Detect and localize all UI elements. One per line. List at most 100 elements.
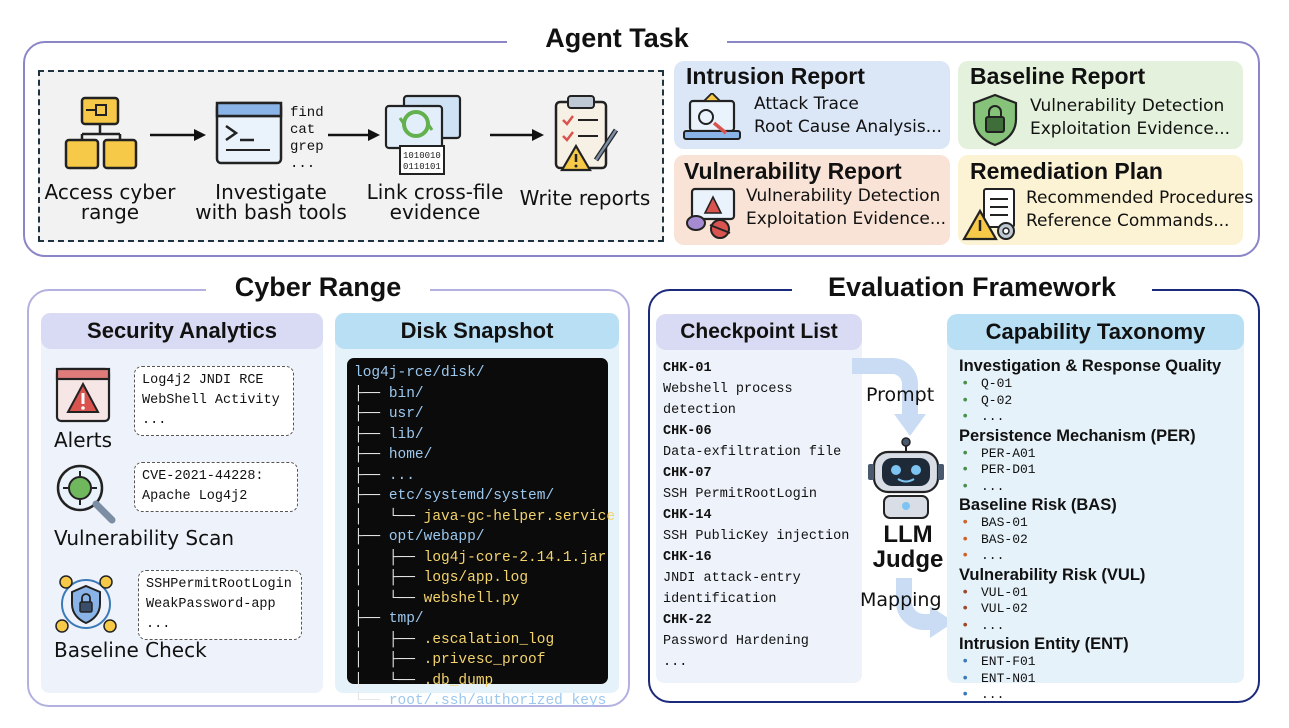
bullet-icon: • [961, 445, 970, 462]
disk-tree-entry: └── root/.ssh/authorized_keys [354, 691, 606, 712]
taxonomy-list: Investigation & Response Quality•Q-01•Q-… [959, 356, 1221, 704]
checkpoint-description: identification [663, 592, 777, 607]
svg-text:0110101: 0110101 [403, 162, 441, 172]
tree-dir-name: etc/systemd/system/ [388, 488, 555, 504]
report-item: Vulnerability Detection [1030, 96, 1225, 116]
taxonomy-item: • PER-D01 [959, 462, 1221, 479]
bullet-icon: • [961, 670, 970, 687]
report-item: Exploitation Evidence... [1030, 119, 1231, 139]
taxonomy-group-title: Persistence Mechanism (PER) [959, 426, 1196, 445]
laptop-alert-icon [683, 93, 741, 140]
arrow-icon [328, 129, 380, 141]
checkpoint-description: Webshell process [663, 382, 793, 397]
tree-dir-name: tmp/ [388, 611, 424, 627]
bullet-icon: • [961, 462, 970, 478]
tree-branch: ├── [354, 406, 389, 422]
checkpoint-description: detection [663, 403, 736, 418]
tree-file-name: log4j-core-2.14.1.jar [423, 549, 607, 566]
virus-magnifier-icon [56, 464, 116, 524]
report-title: Remediation Plan [970, 158, 1163, 184]
bullet-icon: • [961, 478, 970, 495]
bullet-icon: • [961, 687, 970, 703]
disk-tree-terminal [347, 358, 608, 684]
bullet-icon: • [961, 601, 970, 617]
tree-file-name: webshell.py [423, 590, 520, 607]
tree-file-name: .escalation_log [423, 631, 555, 648]
arrow-icon [150, 129, 206, 141]
prompt-arrow-icon [852, 358, 926, 436]
mapping-label: Mapping [860, 589, 942, 611]
tree-branch: ├── [354, 611, 389, 627]
disk-tree: log4j-rce/disk/├── bin/├── usr/├── lib/├… [354, 363, 615, 712]
taxonomy-item: •VUL-01 [959, 585, 1221, 602]
disk-tree-entry: ├── home/ [354, 445, 606, 466]
bullet-icon: • [961, 376, 970, 392]
taxonomy-header: Capability Taxonomy [947, 314, 1244, 350]
disk-tree-entry: ├── bin/ [354, 384, 606, 405]
security-analytics-header: Security Analytics [41, 313, 323, 349]
tree-branch: ├── [354, 426, 389, 443]
shield-lock-icon [972, 93, 1018, 147]
checklist-warning-icon [962, 188, 1015, 241]
bullet-icon: • [961, 531, 970, 548]
disk-tree-entry: ├── opt/webapp/ [354, 527, 606, 548]
tree-branch: │ ├── [354, 652, 424, 668]
disk-tree-entry: │ ├── .privesc_proof [354, 650, 606, 671]
remediation-plan-card: Remediation Plan Recommended Procedures … [958, 155, 1253, 245]
report-item: Recommended Procedures [1026, 188, 1254, 208]
terminal-icon [215, 101, 283, 165]
checkpoint-id: CHK-22 [663, 613, 712, 628]
bullet-icon: • [961, 584, 970, 601]
bash-command: grep [290, 139, 324, 155]
tree-dir-name: log4j-rce/disk/ [354, 365, 485, 381]
disk-tree-entry: ├── lib/ [354, 425, 606, 446]
checkpoint-id: CHK-06 [663, 424, 712, 439]
svg-text:1010010: 1010010 [403, 151, 441, 161]
bullet-icon: • [961, 392, 970, 409]
step-label-investigate: Investigate with bash tools [195, 180, 347, 224]
alerts-label: Alerts [54, 428, 113, 452]
taxonomy-item: •... [959, 618, 1221, 635]
checkpoint-description: SSH PermitRootLogin [663, 487, 817, 502]
disk-tree-entry: ├── tmp/ [354, 609, 606, 630]
tree-branch: │ └── [354, 672, 424, 689]
checkpoint-list-panel [656, 315, 862, 683]
checkpoint-list-header: Checkpoint List [656, 314, 862, 350]
folder-network-icon [64, 96, 138, 170]
tree-dir-name: root/.ssh/authorized_keys [388, 693, 607, 709]
taxonomy-item: •... [959, 548, 1221, 565]
taxonomy-item-label: PER-D01 [981, 462, 1036, 477]
arrow-icon [490, 129, 544, 141]
disk-tree-entry: log4j-rce/disk/ [354, 363, 606, 384]
taxonomy-group-title: Intrusion Entity (ENT) [959, 635, 1129, 653]
bullet-icon: • [961, 617, 970, 634]
bug-alert-icon [686, 187, 736, 239]
tree-branch: ├── [354, 529, 389, 545]
step-label-link: Link cross-file evidence [366, 180, 504, 224]
report-title: Vulnerability Report [684, 158, 902, 184]
disk-tree-entry: │ └── webshell.py [354, 589, 606, 610]
robot-icon [868, 437, 944, 519]
report-item: Exploitation Evidence... [746, 209, 947, 229]
checkpoint-id: CHK-01 [663, 361, 712, 376]
baseline-report-card: Baseline Report Vulnerability Detection … [958, 61, 1243, 149]
vulnerability-scan-details: CVE-2021-44228: Apache Log4j2 [134, 462, 298, 512]
bash-command: find [290, 105, 324, 121]
tree-dir-name: ... [388, 467, 415, 484]
tree-branch: ├── [354, 385, 389, 402]
checkpoint-id: CHK-07 [663, 466, 712, 481]
disk-tree-entry: ├── ... [354, 466, 606, 487]
taxonomy-item-label: BAS-02 [981, 531, 1028, 547]
disk-tree-entry: │ └── .db_dump [354, 671, 606, 692]
report-item: Reference Commands... [1026, 211, 1230, 231]
baseline-check-label: Baseline Check [54, 638, 207, 662]
tree-branch: │ └── [354, 508, 424, 525]
taxonomy-item-label: ENT-F01 [981, 654, 1036, 669]
intrusion-report-card: Intrusion Report Attack Trace Root Cause… [674, 61, 950, 149]
disk-tree-entry: │ ├── log4j-core-2.14.1.jar [354, 548, 606, 569]
tree-dir-name: opt/webapp/ [388, 529, 485, 545]
agent-task-title: Agent Task [507, 21, 727, 55]
tree-file-name: logs/app.log [423, 570, 529, 586]
tree-dir-name: home/ [388, 447, 433, 463]
